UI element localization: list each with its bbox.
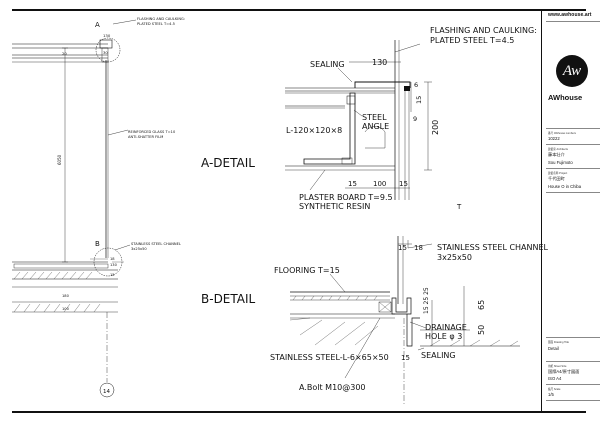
b-dim-15-25: 15 25 25 [423,287,430,314]
left-dim-20: 20 [62,51,67,56]
b-drain-1: DRAINAGE [425,323,467,332]
field-value: 1/5 [548,392,554,397]
b-dim-65: 65 [477,300,486,310]
site-url[interactable]: www.awhouse.art [548,12,592,18]
a-steel-angle-2: ANGLE [362,122,389,131]
title-block-rule [546,21,600,22]
b-dim-18: 18 [414,244,423,252]
grid-ref: 14 [103,389,110,395]
field-value: 千代田町 [548,176,565,181]
b-drain-2: HOLE φ 3 [425,332,462,341]
b-dim-15: 15 [398,244,407,252]
field-label: 図面 Drawing Title [548,341,569,344]
a-sealing: SEALING [310,60,345,69]
b-detail-title: B-DETAIL [201,292,256,306]
a-plaster-1: PLASTER BOARD T=9.5 [299,193,393,202]
a-plaster-2: SYNTHETIC RESIN [299,202,370,211]
a-t-mark: T [456,203,462,211]
left-dim-height: 6050 [57,154,62,165]
a-dim-15c: 15 [399,180,408,188]
sheet-border-top [12,9,586,11]
title-block-rule [546,144,600,145]
left-channel-label-2: 3x25x50 [131,247,147,251]
b-dim-15b: 15 [401,354,410,362]
title-block-divider [541,9,542,413]
left-glass-label: REINFORCED GLASS T=10 [128,130,176,134]
left-flashing-label-2: PLATED STEEL T=4.5 [137,22,175,26]
a-dim-130: 130 [372,58,387,67]
field-label: 建築名称 Project [548,172,568,175]
left-dim-180: 180 [62,294,70,298]
a-steel-angle-1: STEEL [362,113,387,122]
a-flashing-1: FLASHING AND CAULKING: [430,26,537,35]
field-label: 縮尺 Scale [548,388,561,391]
left-dim-100: 100 [62,307,70,311]
field-label: 用紙 Sheet Size [548,365,567,368]
title-block-rule [546,168,600,169]
field-value: 10222 [548,136,560,141]
brand-name: AWhouse [548,93,583,102]
field-value: House O in Chiba [548,184,582,189]
left-channel-label: STAINLESS STEEL CHANNEL [131,242,181,246]
left-dim-130: 130 [103,33,111,38]
b-bolt: A.Bolt M10@300 [299,383,366,392]
field-label: 番号 AWhouse numbers [548,132,576,135]
b-sealing: SEALING [421,351,456,360]
field-value: Sou Fujimoto [548,160,573,165]
left-flashing-label: FLASHING AND CAULKING: [137,17,185,21]
a-dim-15b: 15 [348,180,357,188]
b-flooring: FLOORING T=15 [274,266,340,275]
a-angle-size: L-120×120×8 [286,126,342,135]
title-block-rule [546,400,600,401]
left-dim-15: 15 [110,273,115,277]
a-dim-15: 15 [415,96,423,104]
title-block-rule [546,361,600,362]
a-dim-6: 6 [414,81,418,89]
a-dim-100: 100 [373,180,386,188]
b-detail-drawing [289,236,520,404]
left-section [12,19,137,398]
title-block-rule [546,337,600,338]
field-value: 国際A4/原寸図面 [548,369,580,374]
left-dim-18: 18 [110,257,115,261]
left-glass-label-2: ANTI-SHATTER FILM [128,135,163,139]
left-dim-30: 30 [103,50,108,55]
a-dim-200: 200 [431,120,440,135]
b-dim-50: 50 [477,325,486,335]
title-block: www.awhouse.art Aw AWhouse 番号 AWhouse nu… [546,9,600,413]
grid-bubble [99,382,115,398]
field-value: ISO A4 [548,376,562,381]
a-detail-drawing [285,40,432,200]
a-dim-9: 9 [413,115,417,123]
b-angle: STAINLESS STEEL-L-6×65×50 [270,353,389,362]
b-channel-2: 3x25x50 [437,253,472,262]
sheet-border-bottom [12,411,586,413]
mark-a: A [95,21,100,29]
field-value: 藤本壮介 [548,152,565,157]
left-dim-130b: 130 [110,263,118,267]
b-channel-1: STAINLESS STEEL CHANNEL [437,243,549,252]
a-flashing-2: PLATED STEEL T=4.5 [430,36,514,45]
field-value: Detail [548,346,559,351]
awhouse-logo-icon: Aw [556,55,588,87]
title-block-rule [546,192,600,193]
a-detail-title: A-DETAIL [201,156,255,170]
title-block-rule [546,128,600,129]
mark-b: B [95,240,100,248]
title-block-rule [546,384,600,385]
field-label: 建築家 Architects [548,148,568,151]
